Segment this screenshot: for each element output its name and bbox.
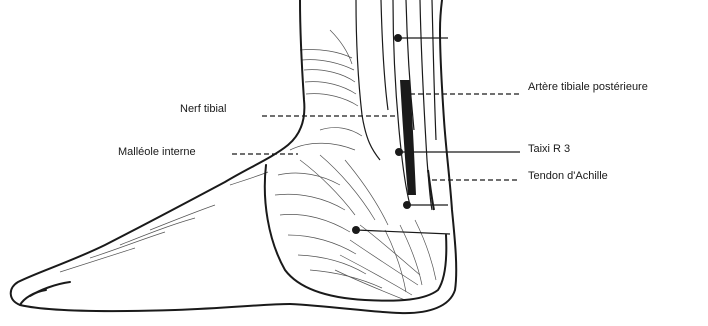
- label-taixi-r3: Taixi R 3: [528, 143, 570, 156]
- leader-lines: [232, 38, 520, 234]
- leg-structures: [356, 0, 436, 210]
- label-artere-tibiale-posterieure: Artère tibiale postérieure: [528, 81, 648, 94]
- label-malleole-interne: Malléole interne: [118, 146, 196, 159]
- point-markers: [352, 34, 411, 234]
- ankle-texture: [60, 30, 436, 300]
- label-nerf-tibial: Nerf tibial: [180, 103, 226, 116]
- label-tendon-achille: Tendon d'Achille: [528, 170, 608, 183]
